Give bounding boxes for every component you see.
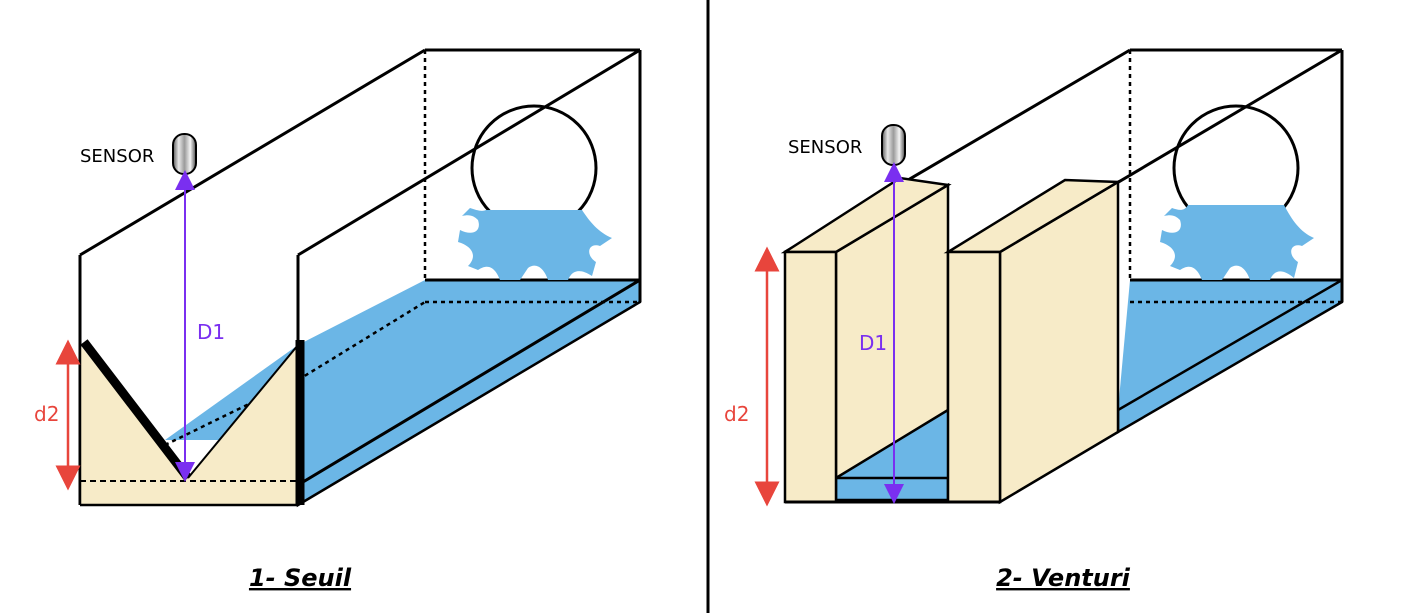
sensor-icon xyxy=(881,124,906,166)
panel-seuil: SENSOR D1 d2 xyxy=(34,48,642,508)
d2-label: d2 xyxy=(34,402,59,426)
sensor-label: SENSOR xyxy=(80,146,154,167)
throat-water-front xyxy=(834,476,950,502)
water-splash xyxy=(458,208,612,280)
water-surface xyxy=(165,280,640,505)
d1-label: D1 xyxy=(197,320,225,344)
weir-edge-right-inner xyxy=(187,344,299,479)
weir-edge-left xyxy=(80,339,192,481)
venturi-block-right xyxy=(943,178,1123,505)
caption-venturi: 2- Venturi xyxy=(996,564,1131,592)
caption-seuil: 1- Seuil xyxy=(249,564,352,592)
hidden-edges xyxy=(1128,50,1342,304)
sensor-icon xyxy=(172,133,197,175)
sensor-label: SENSOR xyxy=(788,137,862,158)
d1-label: D1 xyxy=(859,331,887,355)
d2-label: d2 xyxy=(724,402,749,426)
weir-plate xyxy=(80,345,298,505)
water-splash xyxy=(1160,205,1314,280)
panel-venturi: SENSOR D1 d2 xyxy=(724,48,1344,507)
